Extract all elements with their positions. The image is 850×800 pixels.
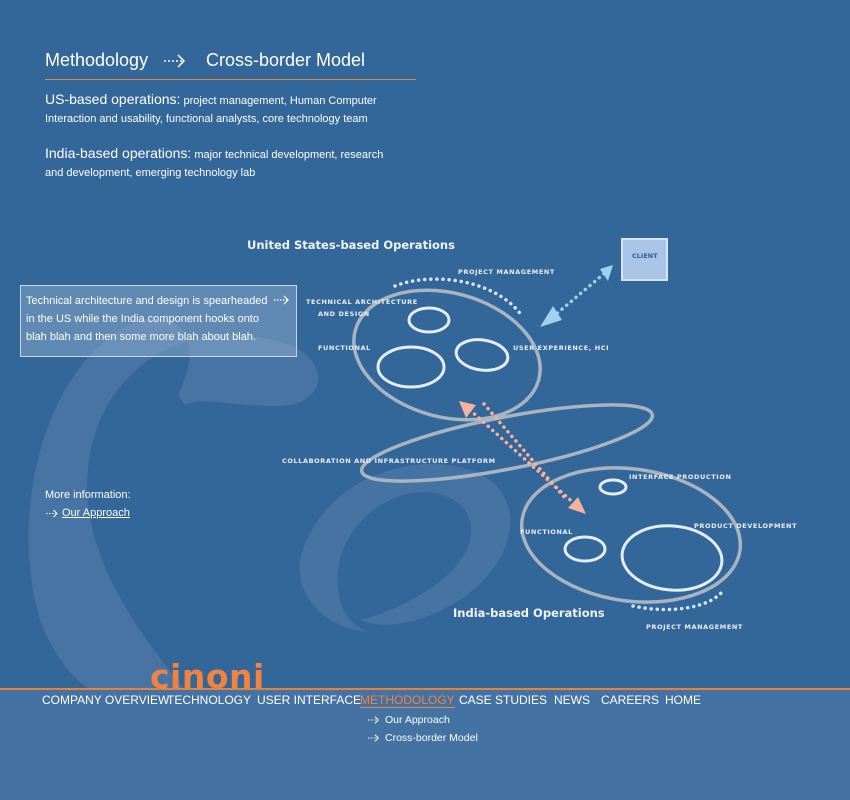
dotted-arrow-icon [46, 509, 58, 518]
platform-ellipse [359, 403, 655, 483]
client-label: CLIENT [632, 252, 658, 260]
page-title: Methodology [45, 50, 149, 70]
india-project-management-arc [631, 590, 724, 612]
nav-news[interactable]: NEWS [554, 693, 590, 707]
nav-divider [0, 688, 850, 690]
page-subtitle: Cross-border Model [206, 50, 366, 70]
our-approach-link[interactable]: Our Approach [62, 507, 130, 519]
nav-careers[interactable]: CAREERS [601, 693, 660, 707]
nav-user-interface[interactable]: USER INTERFACE [257, 693, 362, 707]
tech-architecture-label: TECHNICAL ARCHITECTURE [306, 298, 418, 306]
dotted-arrow-icon [368, 734, 379, 742]
callout-box [20, 285, 297, 357]
us-ellipse [352, 288, 542, 422]
dotted-arrow-icon [368, 716, 379, 724]
user-experience-label: USER EXPERIENCE, HCI [513, 344, 610, 352]
tech-architecture-label-line2: AND DESIGN [318, 310, 370, 318]
platform-label: COLLABORATION AND INFRASTRUCTURE PLATFOR… [282, 457, 496, 465]
india-operations-title: India-based Operations [453, 606, 605, 620]
nav-company-overview[interactable]: COMPANY OVERVIEW [42, 693, 170, 707]
dotted-arrow-icon [274, 295, 289, 305]
us-project-management-label: PROJECT MANAGEMENT [458, 268, 555, 276]
callout-text: Technical architecture and design is spe… [26, 295, 268, 343]
us-operations-title: United States-based Operations [247, 238, 455, 252]
india-ellipse [519, 466, 743, 604]
subnav-cross-border-model[interactable]: Cross-border Model [385, 732, 478, 744]
us-functional-label: FUNCTIONAL [318, 344, 371, 352]
cinoni-logo[interactable]: cinoni [150, 657, 265, 696]
interface-production-label: INTERFACE PRODUCTION [629, 473, 732, 481]
nav-home[interactable]: HOME [665, 693, 701, 707]
client-box [621, 238, 668, 281]
us-india-arrow [468, 408, 579, 508]
more-info-label: More information: [45, 489, 131, 501]
nav-case-studies[interactable]: CASE STUDIES [459, 693, 548, 707]
client-arrow [546, 270, 608, 323]
india-operations-text: India-based operations: major technical … [45, 145, 384, 179]
dotted-arrow-icon [164, 54, 186, 68]
product-development-label: PRODUCT DEVELOPMENT [694, 522, 798, 530]
header-divider [45, 79, 416, 80]
us-project-management-arc [393, 277, 524, 318]
subnav-our-approach[interactable]: Our Approach [385, 714, 450, 726]
us-operations-text: US-based operations: project management,… [45, 91, 377, 125]
india-functional-label: FUNCTIONAL [520, 528, 573, 536]
nav-methodology[interactable]: METHODOLOGY [360, 693, 455, 708]
india-project-management-label: PROJECT MANAGEMENT [646, 623, 743, 631]
nav-technology[interactable]: TECHNOLOGY [167, 693, 252, 707]
